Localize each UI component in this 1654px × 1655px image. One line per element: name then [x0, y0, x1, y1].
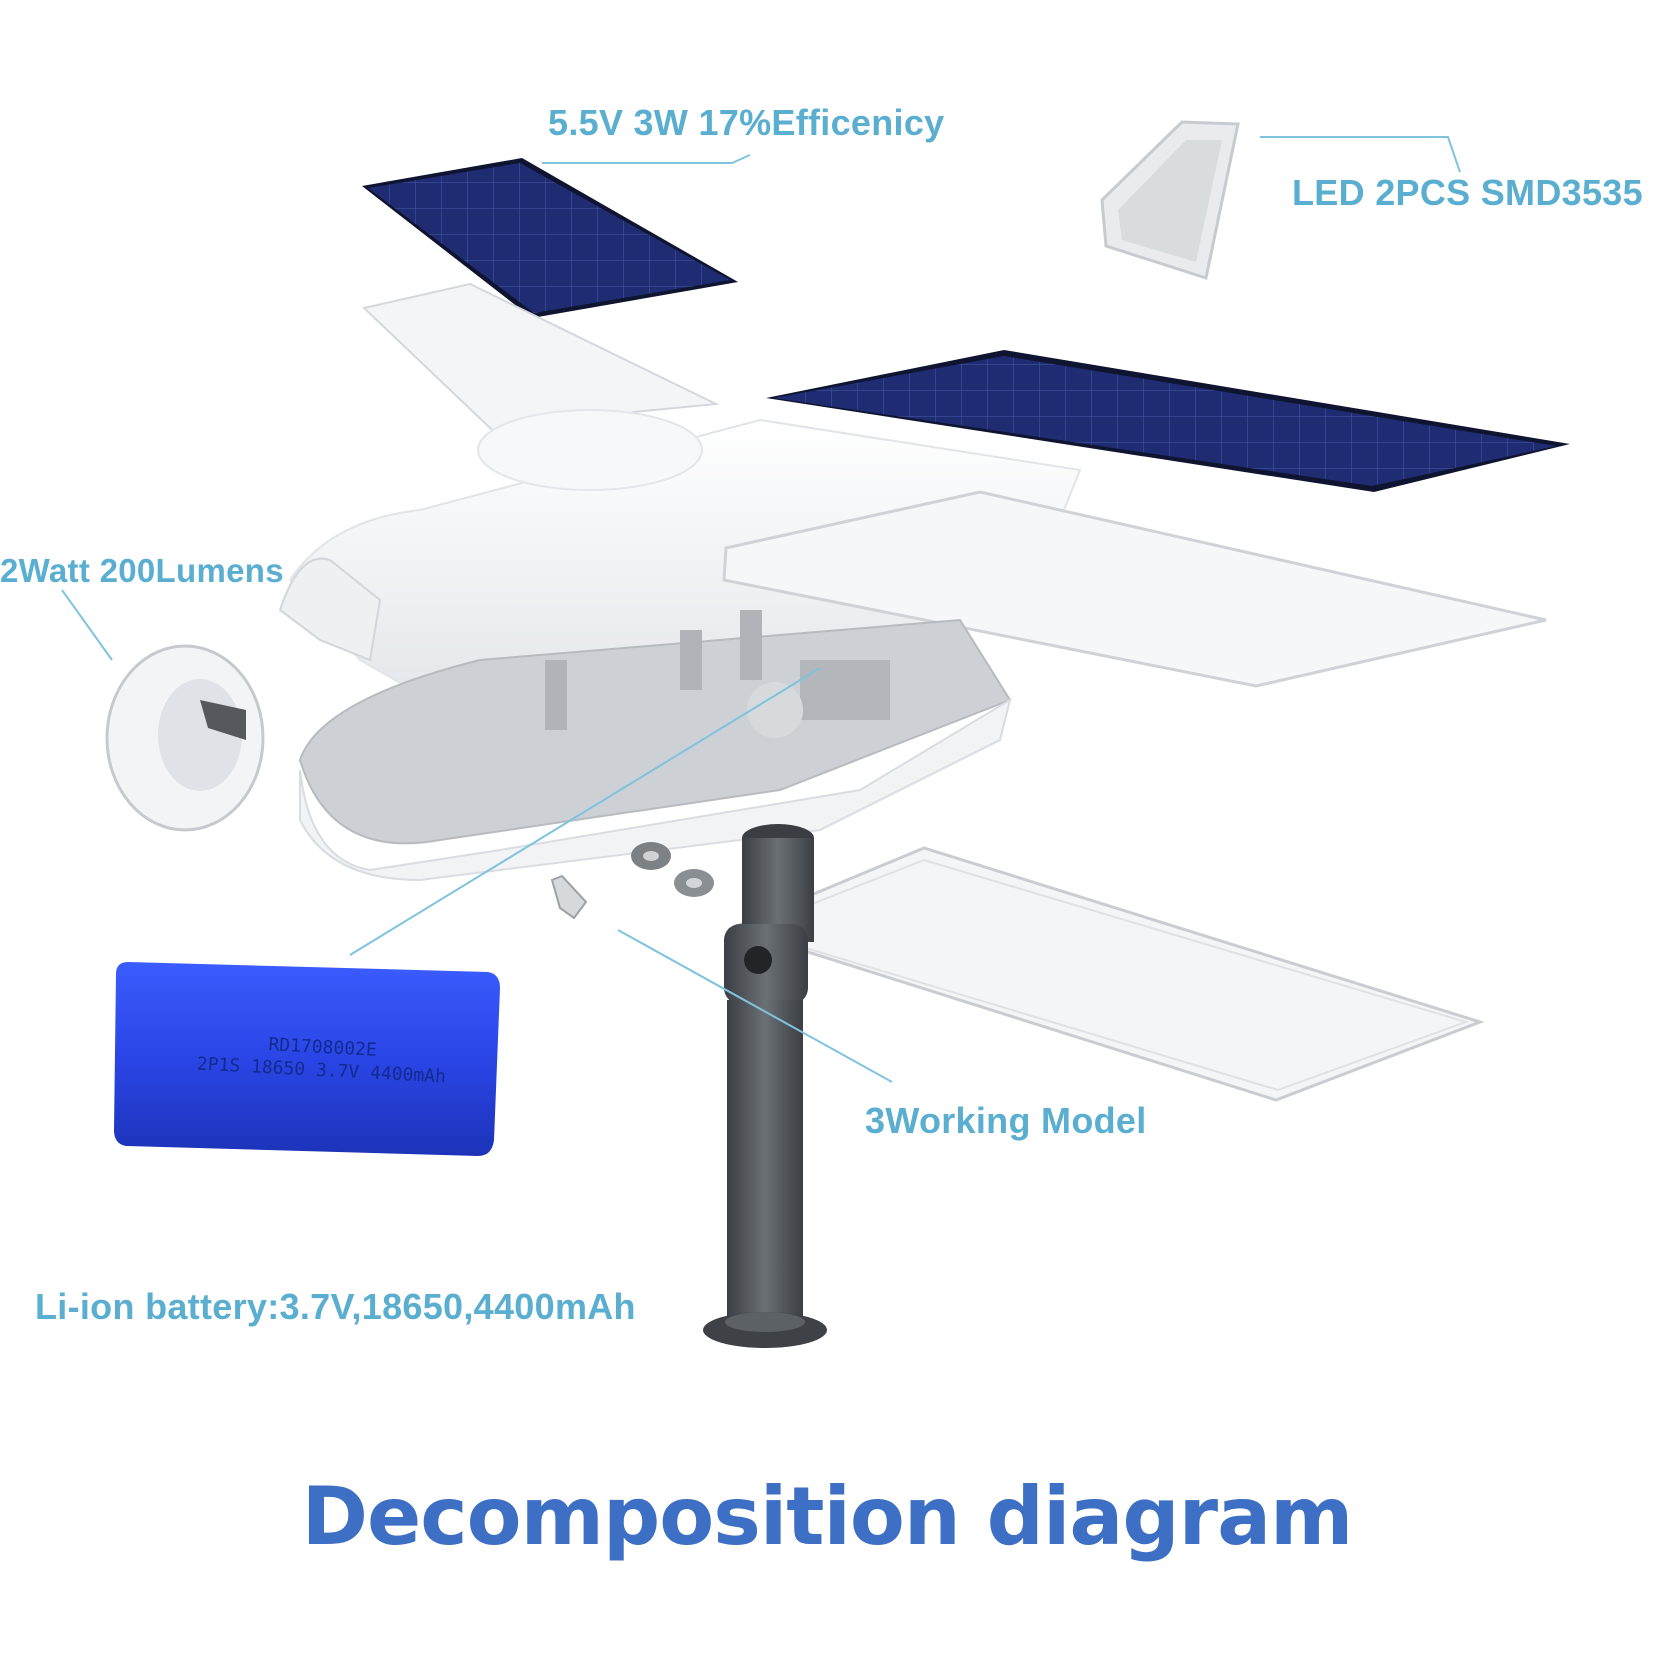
- battery-pack: [114, 962, 500, 1156]
- leader-line-led: [1260, 136, 1461, 173]
- led-lens: [105, 644, 265, 832]
- large-solar-panel: [766, 350, 1570, 492]
- small-panel-frame: [361, 282, 720, 448]
- leader-line-mode: [617, 929, 893, 1083]
- end-cap: [278, 557, 382, 662]
- leader-line-solar: [542, 154, 751, 164]
- light-output-label: 2Watt 200Lumens: [0, 552, 284, 589]
- large-panel-frame: [722, 490, 1547, 688]
- rubber-plugs: [550, 842, 714, 920]
- led-spec-label: LED 2PCS SMD3535: [1292, 172, 1643, 213]
- page-title: Decomposition diagram: [301, 1470, 1354, 1563]
- working-mode-label: 3Working Model: [865, 1100, 1147, 1141]
- leader-line-battery: [349, 667, 821, 956]
- led-cover: [1100, 120, 1240, 280]
- leader-line-lumens: [61, 589, 113, 661]
- bottom-tray: [727, 846, 1485, 1102]
- battery-spec-label: Li-ion battery:3.7V,18650,4400mAh: [35, 1286, 636, 1327]
- small-solar-panel: [362, 158, 738, 318]
- solar-panel-spec-label: 5.5V 3W 17%Efficenicy: [548, 102, 945, 143]
- leader-lines: [61, 136, 1461, 1083]
- mounting-pole: [703, 824, 827, 1348]
